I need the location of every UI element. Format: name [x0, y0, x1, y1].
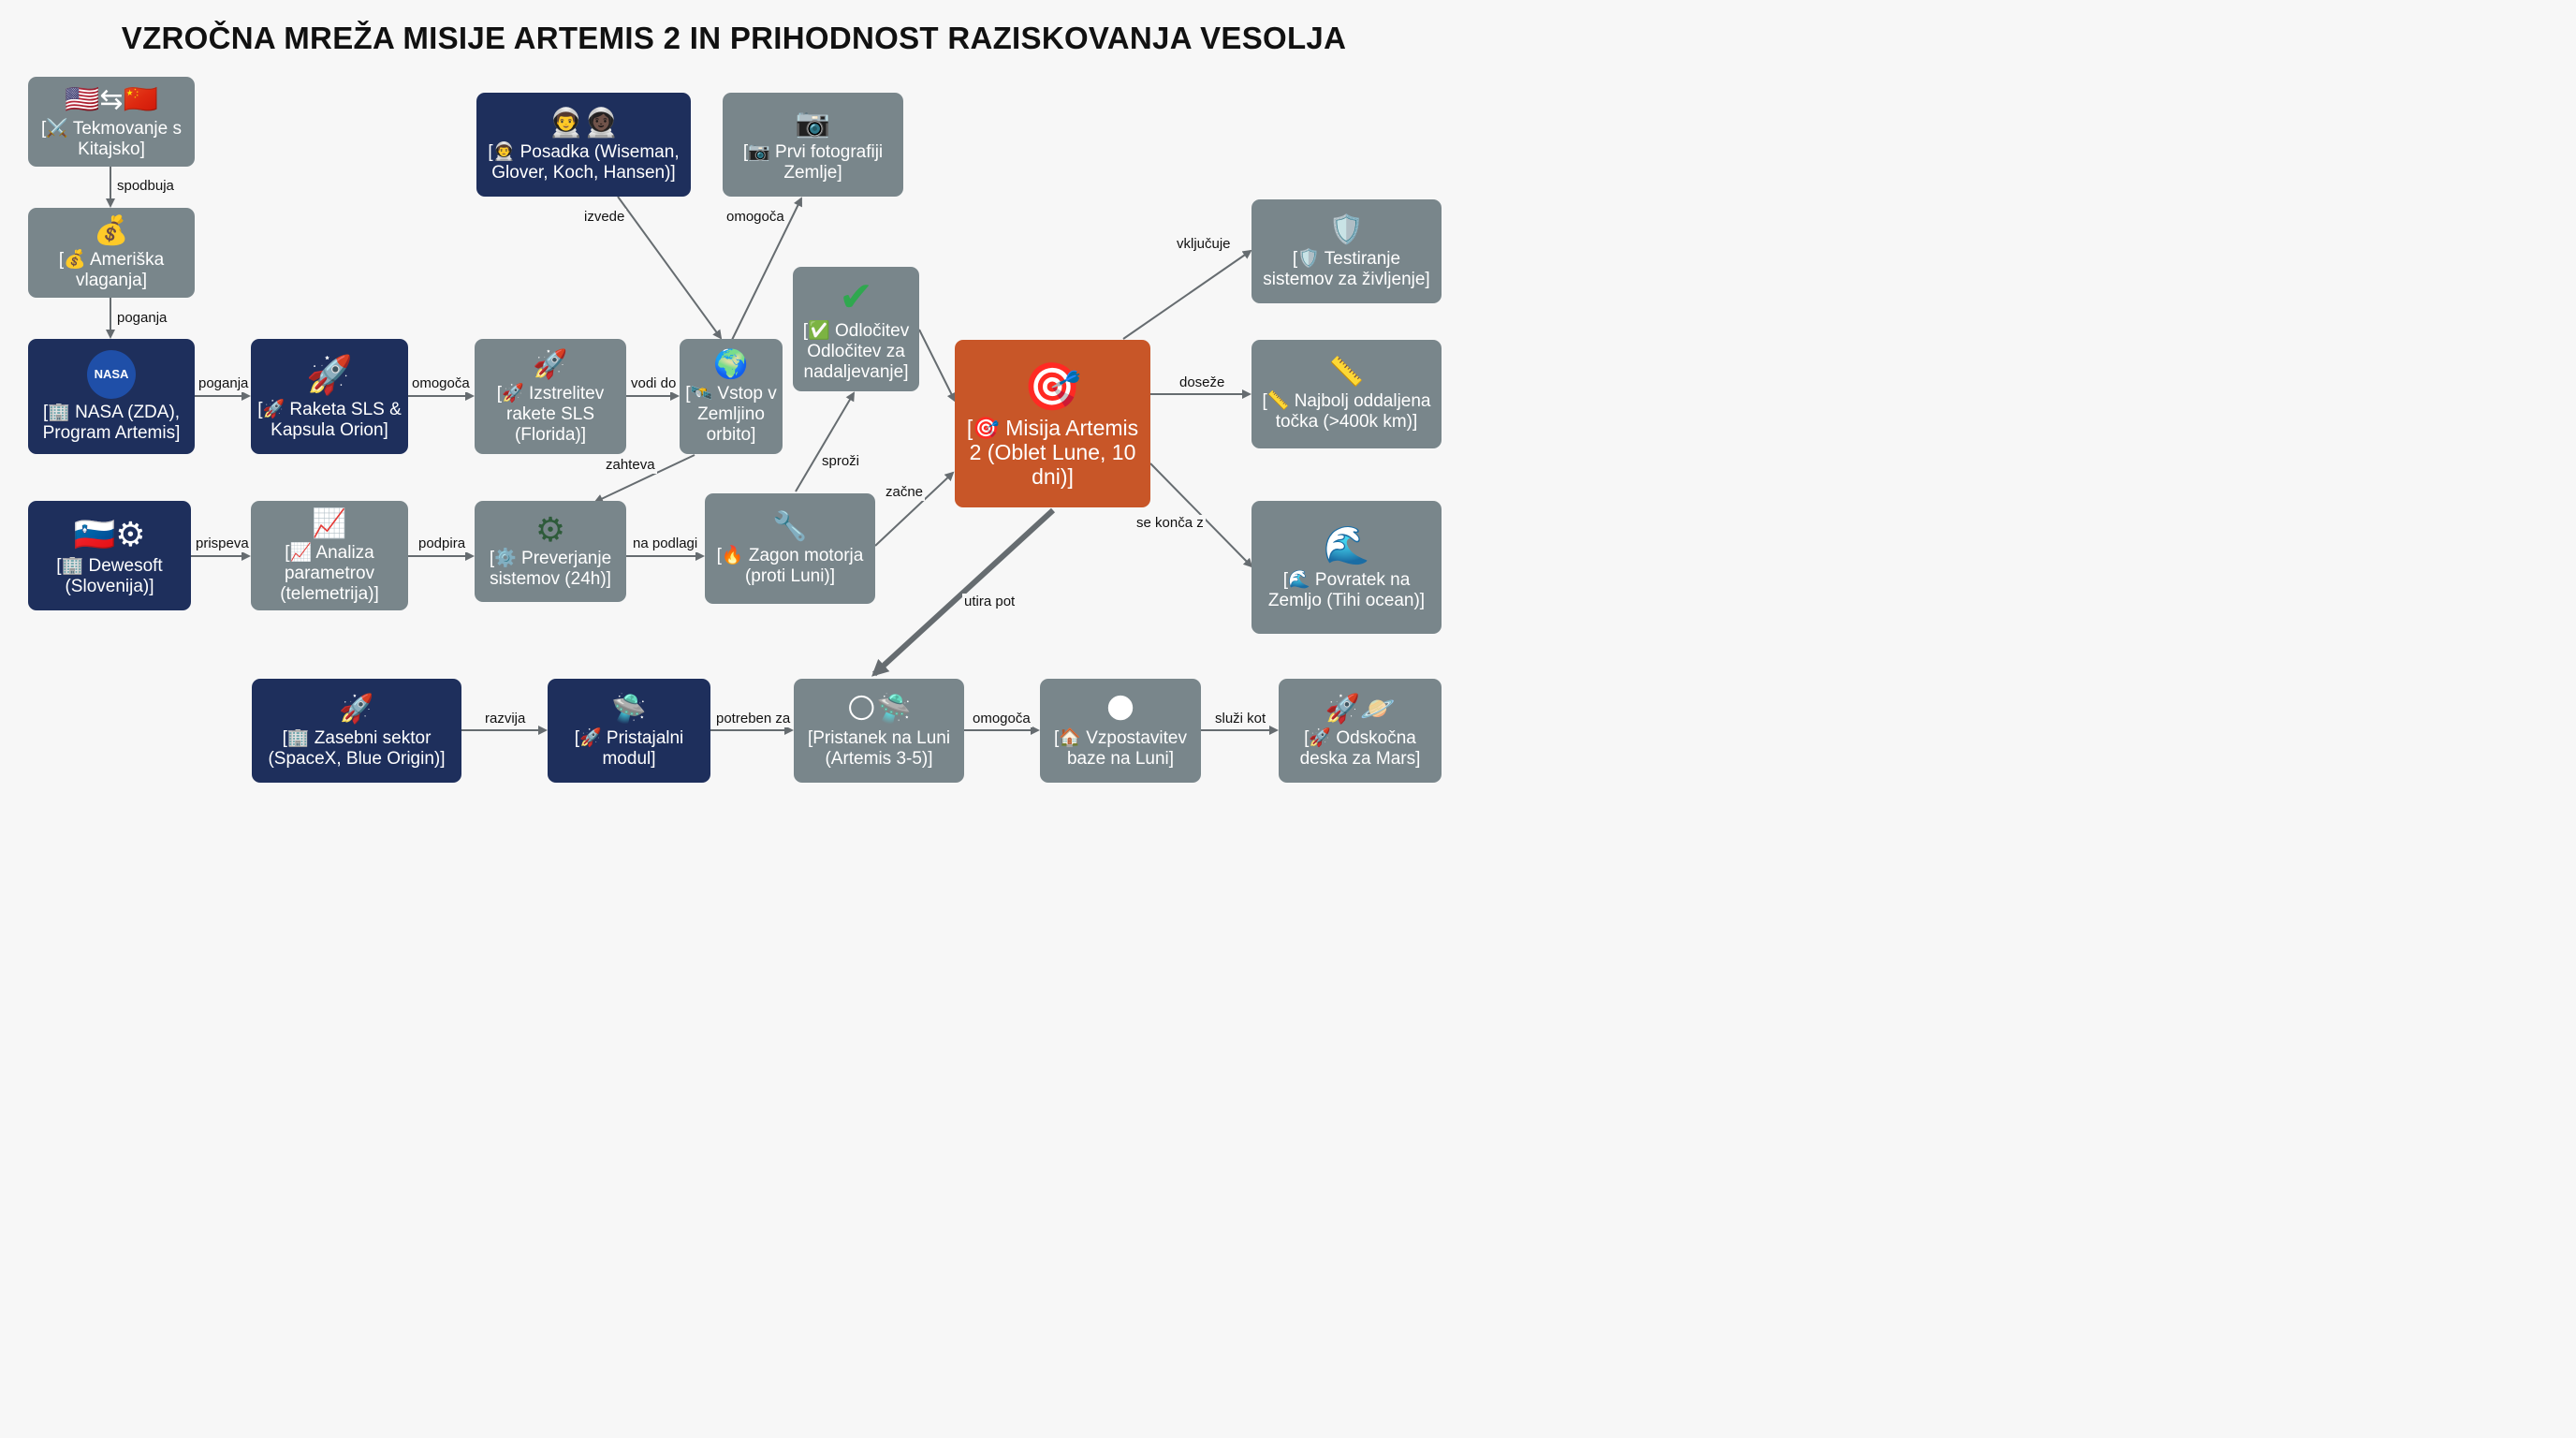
edge-label-se-konca-z: se konča z [1134, 515, 1206, 532]
node-label: [🎯 Misija Artemis 2 (Oblet Lune, 10 dni)… [966, 415, 1139, 489]
page-title: VZROČNA MREŽA MISIJE ARTEMIS 2 IN PRIHOD… [121, 21, 1347, 55]
edge-omogoca-2 [731, 197, 802, 341]
gear-check-icon: ⚙ [534, 510, 566, 549]
edge-zacne [874, 471, 955, 547]
node-dewesoft: 🇸🇮⚙ [🏢 Dewesoft (Slovenija)] [28, 501, 191, 610]
node-label: [🏢 Zasebni sektor (SpaceX, Blue Origin)] [268, 727, 446, 769]
node-label: [⚔️ Tekmovanje s Kitajsko] [40, 119, 183, 159]
edge-label-utira-pot: utira pot [962, 594, 1017, 610]
edge-label-spodbuja: spodbuja [115, 178, 176, 195]
camera-icon: 📷 [795, 107, 831, 139]
shield-check-icon: 🛡️ [1328, 213, 1365, 245]
edges-layer [106, 167, 1279, 735]
node-label: [📈 Analiza parametrov (telemetrija)] [280, 542, 379, 604]
node-label: [🔥 Zagon motorja (proti Luni)] [716, 546, 864, 586]
node-tekmovanje: 🇺🇸⇆🇨🇳 [⚔️ Tekmovanje s Kitajsko] [28, 77, 195, 167]
edge-label-poganja: poganja [115, 310, 169, 327]
rocket-icon: 🚀 [306, 354, 353, 396]
node-label: [🚀 Izstrelitev rakete SLS (Florida)] [496, 383, 605, 445]
node-zasebni: 🚀 [🏢 Zasebni sektor (SpaceX, Blue Origin… [252, 679, 461, 783]
node-preverjanje: ⚙ [⚙️ Preverjanje sistemov (24h)] [475, 501, 626, 602]
node-testiranje: 🛡️ [🛡️ Testiranje sistemov za življenje] [1251, 199, 1442, 303]
edge-sprozi [795, 391, 856, 492]
node-label: [⚙️ Preverjanje sistemov (24h)] [489, 549, 612, 589]
node-posadka: 👨‍🚀👩🏿‍🚀 [👨‍🚀 Posadka (Wiseman, Glover, K… [476, 93, 691, 197]
money-bag-icon: 💰 [94, 215, 129, 246]
edge-label-podpira: podpira [417, 536, 468, 552]
node-label: [✅ Odločitev Odločitev za nadaljevanje] [802, 320, 910, 382]
node-raketa: 🚀 [🚀 Raketa SLS & Kapsula Orion] [251, 339, 408, 454]
edge-label-zahteva: zahteva [604, 457, 657, 474]
node-analiza: 📈 [📈 Analiza parametrov (telemetrija)] [251, 501, 408, 610]
node-label: [🚀 Raketa SLS & Kapsula Orion] [257, 399, 402, 440]
edge-odlocitev-misija [918, 329, 956, 403]
edge-label-omogoca: omogoča [971, 711, 1032, 727]
edge-label-prispeva: prispeva [194, 536, 251, 552]
node-label: [🚀 Odskočna deska za Mars] [1299, 727, 1421, 769]
earth-orbit-icon: 🌍 [713, 348, 749, 380]
node-label: [🏠 Vzpostavitev baze na Luni] [1054, 727, 1187, 769]
node-pristanek: 🌕🛸 [Pristanek na Luni (Artemis 3-5)] [794, 679, 964, 783]
node-label: [🏢 Dewesoft (Slovenija)] [56, 555, 163, 596]
node-zagon: 🔧 [🔥 Zagon motorja (proti Luni)] [705, 493, 875, 604]
edge-label-izvede: izvede [582, 209, 627, 226]
edge-label-sprozi: sproži [820, 453, 862, 470]
node-pristajalni: 🛸 [🚀 Pristajalni modul] [548, 679, 710, 783]
node-label: [🏢 NASA (ZDA), Program Artemis] [42, 402, 181, 443]
moon-base-icon: 🌑 [1105, 693, 1135, 725]
target-icon: 🎯 [1023, 360, 1082, 413]
edge-izvede [617, 196, 723, 340]
lunar-lander-icon: 🛸 [611, 693, 647, 725]
edge-zahteva [593, 454, 695, 504]
astronauts-icon: 👨‍🚀👩🏿‍🚀 [549, 107, 619, 139]
rocket-launch-icon: 🚀 [533, 348, 568, 380]
edge-label-sluzi-kot: služi kot [1213, 711, 1268, 727]
node-label: [💰 Ameriška vlaganja] [58, 250, 165, 290]
moon-lander-icon: 🌕🛸 [846, 693, 912, 725]
node-label: [🛰️ Vstop v Zemljino orbito] [685, 383, 777, 445]
node-nasa: NASA [🏢 NASA (ZDA), Program Artemis] [28, 339, 195, 454]
rocket-icon: 🚀 [339, 693, 374, 725]
node-misija: 🎯 [🎯 Misija Artemis 2 (Oblet Lune, 10 dn… [955, 340, 1150, 507]
edge-label-vkljucuje: vključuje [1175, 236, 1233, 253]
node-label: [🛡️ Testiranje sistemov za življenje] [1263, 248, 1430, 289]
node-najbolj: 📏 [📏 Najbolj oddaljena točka (>400k km)] [1251, 340, 1442, 448]
usa-china-flags-icon: 🇺🇸⇆🇨🇳 [65, 84, 158, 115]
edge-label-razvija: razvija [483, 711, 528, 727]
node-vstop: 🌍 [🛰️ Vstop v Zemljino orbito] [680, 339, 783, 454]
node-fotografiji: 📷 [📷 Prvi fotografiji Zemlje] [723, 93, 903, 197]
edge-vkljucuje [1122, 249, 1252, 340]
node-label: [👨‍🚀 Posadka (Wiseman, Glover, Koch, Han… [488, 141, 680, 183]
edge-label-potreben-za: potreben za [714, 711, 793, 727]
nasa-logo-icon: NASA [87, 349, 136, 399]
chart-icon: 📈 [312, 507, 347, 539]
node-povratek: 🌊 [🌊 Povratek na Zemljo (Tihi ocean)] [1251, 501, 1442, 634]
engine-icon: 🔧 [772, 511, 808, 542]
node-label: [🚀 Pristajalni modul] [574, 727, 684, 769]
edge-utira-pot [871, 507, 1056, 677]
edge-label-omogoca: omogoča [410, 375, 472, 392]
node-vlaganja: 💰 [💰 Ameriška vlaganja] [28, 208, 195, 298]
slovenia-flag-gear-icon: 🇸🇮⚙ [73, 514, 146, 553]
rocket-mars-icon: 🚀🪐 [1325, 693, 1396, 725]
edge-label-poganja: poganja [197, 375, 251, 392]
edge-label-zacne: začne [884, 484, 926, 501]
edge-label-omogoca: omogoča [724, 209, 786, 226]
checkmark-icon: ✔ [839, 273, 873, 320]
edge-label-doseze: doseže [1178, 374, 1227, 391]
node-baza: 🌑 [🏠 Vzpostavitev baze na Luni] [1040, 679, 1201, 783]
ocean-wave-icon: 🌊 [1323, 525, 1370, 566]
node-label: [📷 Prvi fotografiji Zemlje] [742, 141, 884, 183]
node-odlocitev: ✔ [✅ Odločitev Odločitev za nadaljevanje… [793, 267, 919, 391]
node-label: [🌊 Povratek na Zemljo (Tihi ocean)] [1267, 570, 1426, 610]
edge-label-na-podlagi: na podlagi [631, 536, 700, 552]
edge-label-vodi-do: vodi do [629, 375, 679, 392]
ruler-icon: 📏 [1328, 357, 1365, 388]
node-izstrelitev: 🚀 [🚀 Izstrelitev rakete SLS (Florida)] [475, 339, 626, 454]
node-label: [📏 Najbolj oddaljena točka (>400k km)] [1262, 391, 1431, 432]
node-odskocna: 🚀🪐 [🚀 Odskočna deska za Mars] [1279, 679, 1442, 783]
node-label: [Pristanek na Luni (Artemis 3-5)] [807, 727, 951, 769]
